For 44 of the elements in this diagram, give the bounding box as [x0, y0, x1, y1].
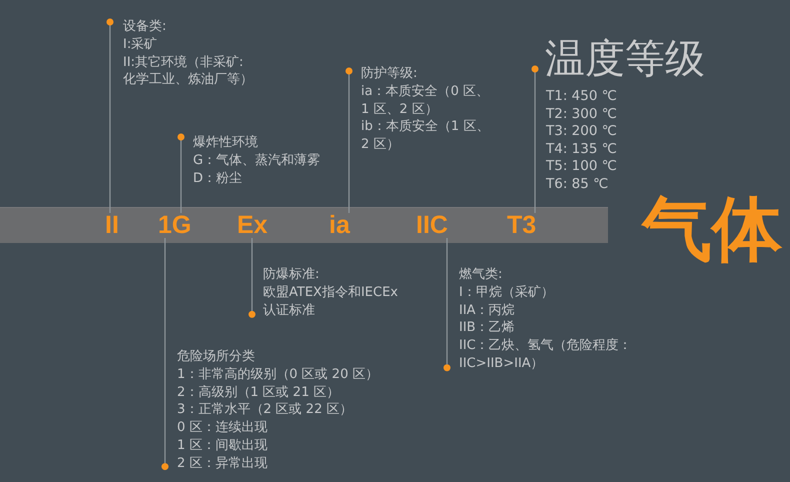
callout-text: D：粉尘 [193, 170, 242, 188]
callout-text: IIC：乙炔、氢气（危险程度：IIC>IIB>IIA） [459, 337, 633, 373]
callout-text: G：气体、蒸汽和薄雾 [193, 152, 320, 170]
leader-line [162, 238, 168, 470]
callout-heading: 爆炸性环境 [193, 134, 258, 152]
marking-code: Ex [235, 213, 270, 238]
callout-text: 1：非常高的级别（0 区或 20 区） [177, 366, 378, 384]
callout-text: T1: 450 ℃ [546, 88, 617, 106]
leader-line [106, 18, 114, 213]
marking-code: IIC [414, 213, 450, 238]
callout-text: T5: 100 ℃ [546, 158, 617, 176]
callout-text: II:其它环境（非采矿:化学工业、炼油厂等） [123, 54, 254, 90]
callout-text: 3：正常水平（2 区或 22 区） [177, 401, 352, 420]
category-label: 气体 [642, 194, 782, 264]
callout-text: 2：高级别（1 区或 21 区） [177, 384, 340, 402]
callout-text: T6: 85 ℃ [546, 176, 608, 194]
callout-heading: 设备类: [123, 18, 166, 36]
leader-line [178, 134, 184, 213]
callout-heading: 温度等级 [545, 37, 705, 81]
leader-line [444, 238, 450, 372]
marking-code: ia [327, 213, 352, 238]
leader-line [248, 238, 256, 318]
callout-text: 欧盟ATEX指令和IECEx认证标准 [263, 284, 399, 320]
callout-heading: 防爆标准: [263, 266, 320, 284]
callout-heading: 防护等级: [361, 65, 418, 83]
marking-code: T3 [505, 213, 538, 238]
callout-text: T2: 300 ℃ [546, 106, 617, 124]
callout-text: 1 区：间歇出现 [177, 436, 268, 455]
marking-code: 1G [156, 213, 194, 238]
callout-text: 2 区：异常出现 [177, 454, 268, 473]
callout-text: IIA：丙烷 [459, 302, 515, 320]
callout-heading: 危险场所分类 [177, 348, 255, 366]
callout-heading: 燃气类: [459, 266, 502, 284]
leader-line [346, 68, 352, 213]
callout-text: 0 区：连续出现 [177, 419, 268, 437]
marking-band [0, 207, 608, 243]
marking-code: II [103, 213, 121, 238]
callout-text: I:采矿 [123, 36, 158, 54]
callout-text: I：甲烷（采矿） [459, 284, 554, 302]
callout-text: ib：本质安全（1 区、2 区） [361, 118, 490, 154]
callout-text: T3: 200 ℃ [546, 123, 617, 141]
callout-text: IIB：乙烯 [459, 319, 515, 338]
leader-line [532, 66, 538, 213]
callout-text: T4: 135 ℃ [546, 140, 617, 158]
